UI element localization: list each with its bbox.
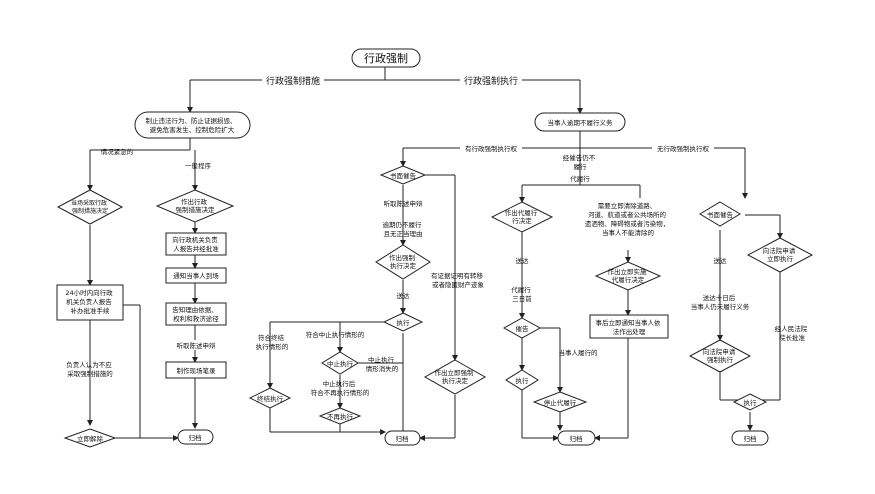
notify-after-node (589, 314, 669, 339)
report-24h-node (56, 284, 124, 321)
stop-substitute-node (532, 391, 588, 413)
urgent-label: 情况紧急的 (101, 147, 134, 156)
party-fails-text: 当事人逾期不履行义务 (548, 118, 614, 127)
court-chief-label: 经人民法院 院长批准 (775, 324, 810, 342)
immediate-substitute-text: 作出立即实施 代履行决定 (607, 267, 648, 284)
remind-node (502, 317, 542, 339)
normal-label: 一般程序 (185, 161, 212, 170)
clear-road-label: 需要立即清除道路、 河道、航道或者公共场所的 遗洒物、障碍物或者污染物， 当事人… (585, 201, 672, 237)
court-enforce-node (688, 339, 752, 373)
release-text: 立即解除 (77, 434, 104, 443)
court-enforce-text: 向法院申请 强制执行 (703, 347, 738, 364)
written-notice-text: 书面催告 (390, 171, 417, 180)
court-apply-node (746, 237, 814, 273)
make-decision-text: 作出行政 强制措施决定 (176, 197, 216, 214)
label-bg (460, 143, 522, 153)
suspend-cases-label: 符合中止执行情形的 (306, 330, 365, 339)
stop-substitute-text: 停止代履行 (544, 398, 577, 407)
report-24h-text: 24小时内向行政 机关负责人报告 补办批准手续 (65, 288, 114, 315)
terminate-text: 终结执行 (257, 394, 284, 403)
no-power-notice-node (699, 201, 741, 227)
substitute-3days-label: 代履行 三日前 (511, 285, 533, 303)
substitute-label: 代履行 (570, 174, 590, 183)
no-power-notice-text: 书面催告 (707, 210, 734, 219)
hear-defense-label: 听取陈述申辩 (177, 341, 217, 350)
record-text: 制作现场笔录 (177, 366, 217, 375)
label-bg (652, 143, 714, 153)
serve3-label: 送达 (714, 256, 728, 265)
archive-text-2: 归档 (396, 434, 409, 443)
release-node (63, 428, 117, 448)
inform-party-text: 告知理由依据、 权利和救济途径 (172, 305, 220, 323)
no-power-label: 无行政强制执行权 (657, 144, 710, 153)
remind-fail-label: 经催告仍不 履行 (563, 153, 598, 171)
archive-node-2 (384, 430, 421, 446)
archive-node-3 (557, 430, 596, 446)
execute-text-2: 执行 (516, 376, 530, 385)
execute-text-1: 执行 (397, 318, 411, 327)
branch-label-bg (262, 74, 324, 86)
after-suspend-label: 中止执行后 符合不再执行情形的 (311, 379, 370, 397)
measures-purpose-text: 制止违法行为、防止证据损毁、 避免危害发生、控制危险扩大 (145, 116, 238, 134)
party-performed-label: 当事人履行的 (559, 348, 599, 357)
record-node (165, 361, 227, 379)
serve2-label: 送达 (516, 256, 530, 265)
notify-party-node (165, 267, 227, 284)
court-apply-text: 向法院申请 立即执行 (763, 246, 798, 263)
immediate-substitute-node (594, 261, 662, 291)
report-head-node (165, 232, 227, 256)
make-decision-node (155, 189, 235, 223)
terminate-cases-label: 符合终结 执行情形的 (256, 333, 289, 351)
evidence-transfer-label: 有证据证明有转移 或者隐匿财产迹象 (431, 271, 485, 289)
title-text: 行政强制 (364, 51, 408, 65)
execute-node-2 (505, 369, 539, 391)
notify-party-text: 通知当事人到场 (173, 271, 219, 280)
title-node (351, 48, 421, 68)
inform-party-node (165, 302, 227, 326)
substitute-decision-node (490, 201, 554, 233)
suspend-text: 中止执行 (327, 359, 354, 368)
hear-defense-label-2: 听取陈述申辩 (384, 199, 424, 208)
suspend-node (321, 351, 359, 375)
admin-power-label: 有行政强制执行权 (465, 144, 518, 153)
report-head-text: 向行政机关负责 人报告并经批准 (172, 235, 220, 253)
notify-after-text: 事后立即通知当事人依 法作出处理 (595, 318, 662, 336)
ten-days-label: 送达十日后 当事人仍未履行义务 (691, 293, 750, 311)
party-fails-node (534, 112, 626, 132)
branch-left-label: 行政强制措施 (266, 75, 320, 87)
remind-text: 催告 (516, 324, 530, 333)
onsite-decision-text: 当场采取行政 强制措施决定 (71, 199, 109, 215)
suspend-gone-label: 中止执行 情形消失的 (366, 355, 399, 373)
overdue-label: 逾期仍不履行 且无正当理由 (382, 220, 423, 238)
substitute-decision-text: 作出代履行 行决定 (505, 208, 540, 225)
immediate-decision-text: 作出立即强制 执行决定 (434, 368, 475, 385)
serve-label: 送达 (397, 291, 411, 300)
execution-decision-node (375, 244, 431, 280)
archive-node-1 (177, 429, 214, 445)
branch-right-label: 行政强制执行 (464, 75, 518, 87)
written-notice-node (379, 165, 427, 185)
archive-text-4: 归档 (744, 434, 757, 443)
archive-text-3: 归档 (570, 434, 583, 443)
terminate-node (248, 387, 292, 409)
execute-text-3: 执行 (744, 398, 758, 407)
execute-node-3 (732, 393, 768, 411)
no-execute-text: 不再执行 (327, 412, 354, 421)
archive-text-1: 归档 (189, 433, 202, 442)
onsite-decision-node (56, 189, 124, 225)
execute-node-1 (382, 312, 424, 332)
immediate-decision-node (423, 359, 487, 395)
archive-node-4 (731, 430, 769, 446)
no-execute-node (318, 407, 362, 425)
measures-purpose-node (134, 111, 251, 139)
execution-decision-text: 作出强制 执行决定 (389, 253, 417, 270)
branch-label-bg (460, 74, 522, 86)
not-approved-label: 负责人认为不应 采取强制措施的 (66, 360, 114, 378)
